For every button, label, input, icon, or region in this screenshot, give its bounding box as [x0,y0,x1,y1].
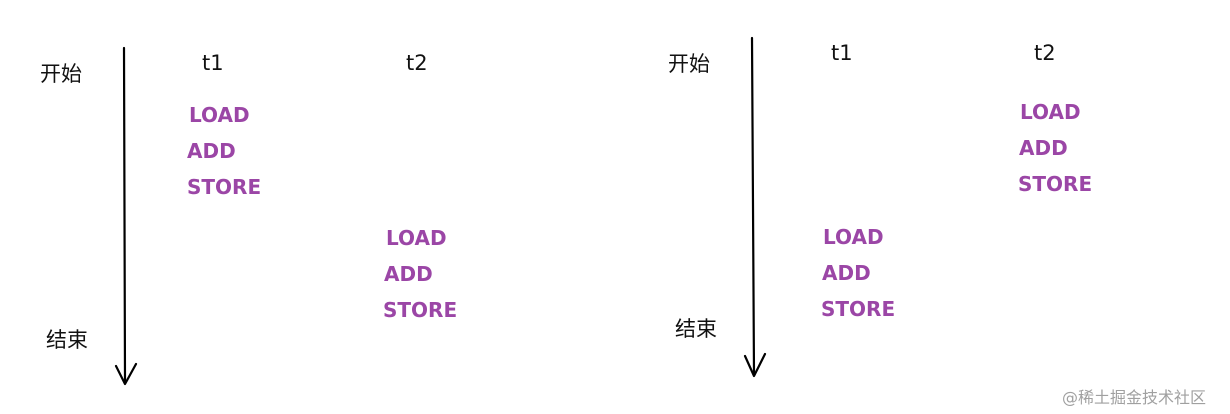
right-t1-op-add: ADD [822,261,871,285]
left-start-label: 开始 [40,62,82,86]
right-t1-op-store: STORE [821,297,896,321]
left-t2-op-add: ADD [384,262,433,286]
right-thread2-label: t2 [1034,41,1056,65]
right-t2-op-store: STORE [1018,172,1093,196]
left-t1-op-store: STORE [187,175,262,199]
right-end-label: 结束 [675,317,717,341]
right-t2-op-add: ADD [1019,136,1068,160]
left-t1-op-add: ADD [187,139,236,163]
right-start-label: 开始 [668,52,710,76]
left-t1-op-load: LOAD [189,103,250,127]
left-thread1-label: t1 [202,51,224,75]
left-end-label: 结束 [46,328,88,352]
left-t2-op-store: STORE [383,298,458,322]
watermark-text: @稀土掘金技术社区 [1062,388,1207,407]
left-timeline-arrow [114,46,138,386]
right-t2-op-load: LOAD [1020,100,1081,124]
left-thread2-label: t2 [406,51,428,75]
left-t2-op-load: LOAD [386,226,447,250]
right-timeline-arrow [743,36,767,378]
right-t1-op-load: LOAD [823,225,884,249]
right-thread1-label: t1 [831,41,853,65]
